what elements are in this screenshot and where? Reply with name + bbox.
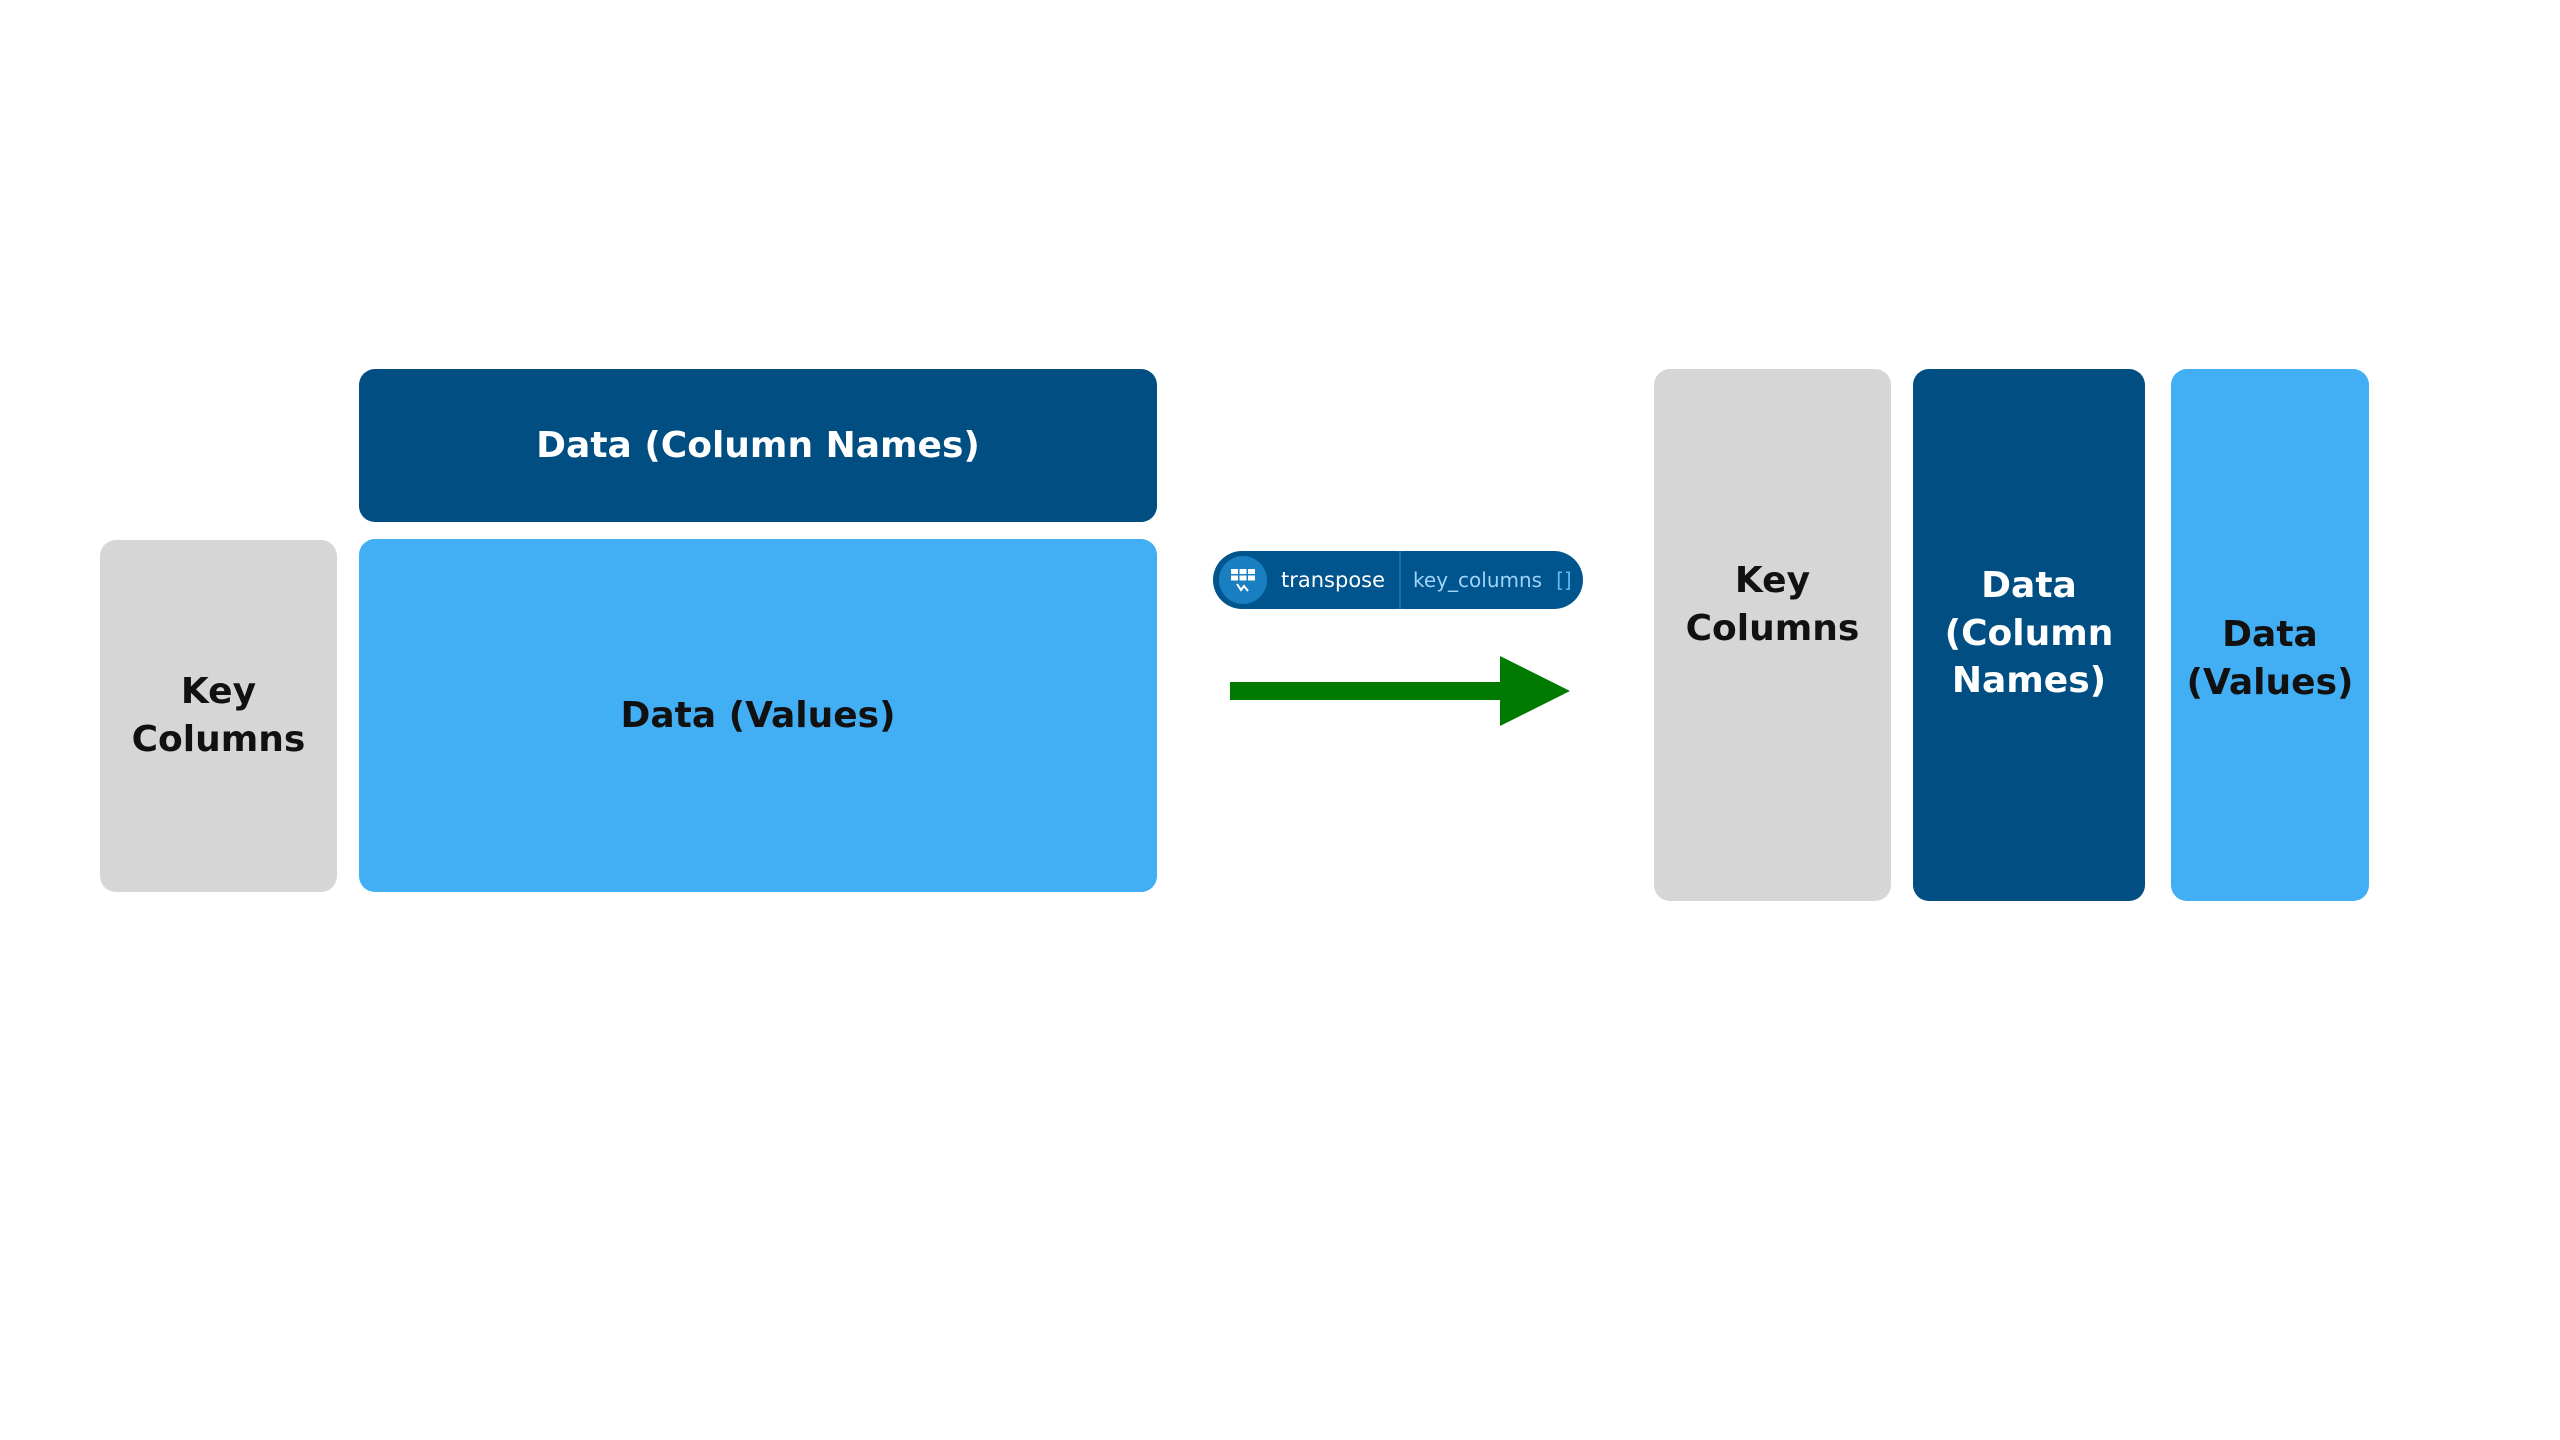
right-arrow-icon — [1230, 656, 1570, 726]
left-key-columns-label: Key Columns — [131, 671, 306, 760]
transpose-operation-pill: transpose key_columns [] — [1213, 551, 1583, 609]
right-values-block: Data (Values) — [2171, 369, 2369, 901]
argument-name: key_columns — [1413, 568, 1543, 592]
right-values-label: Data (Values) — [2186, 614, 2354, 703]
grid-transpose-icon — [1219, 556, 1267, 604]
left-values-label: Data (Values) — [620, 694, 896, 736]
function-name: transpose — [1281, 551, 1402, 609]
right-key-columns-block: Key Columns — [1654, 369, 1891, 901]
left-column-names-label: Data (Column Names) — [536, 424, 980, 466]
argument-value: [] — [1556, 568, 1572, 592]
left-values-block: Data (Values) — [359, 539, 1157, 892]
right-column-names-block: Data (Column Names) — [1913, 369, 2145, 901]
right-column-names-label: Data (Column Names) — [1944, 565, 2114, 702]
left-key-columns-block: Key Columns — [100, 540, 337, 892]
left-column-names-block: Data (Column Names) — [359, 369, 1157, 522]
right-key-columns-label: Key Columns — [1685, 560, 1860, 649]
